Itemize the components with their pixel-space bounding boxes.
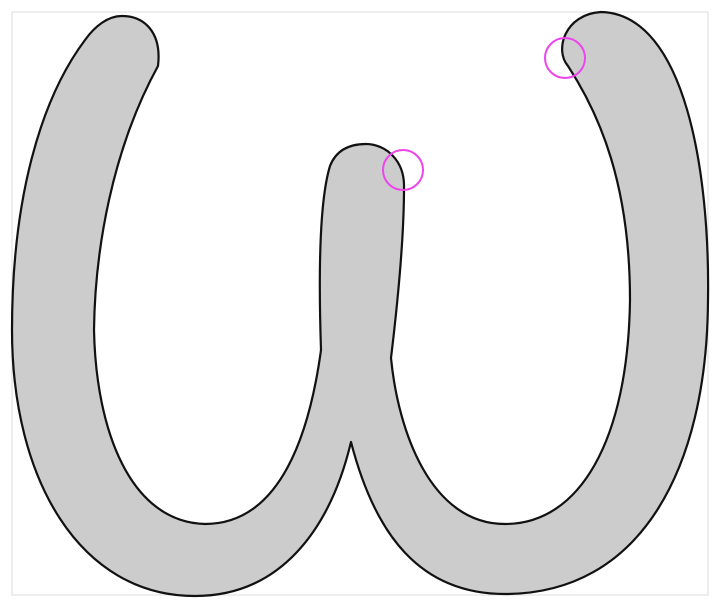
- w-glyph-shape: [12, 12, 708, 596]
